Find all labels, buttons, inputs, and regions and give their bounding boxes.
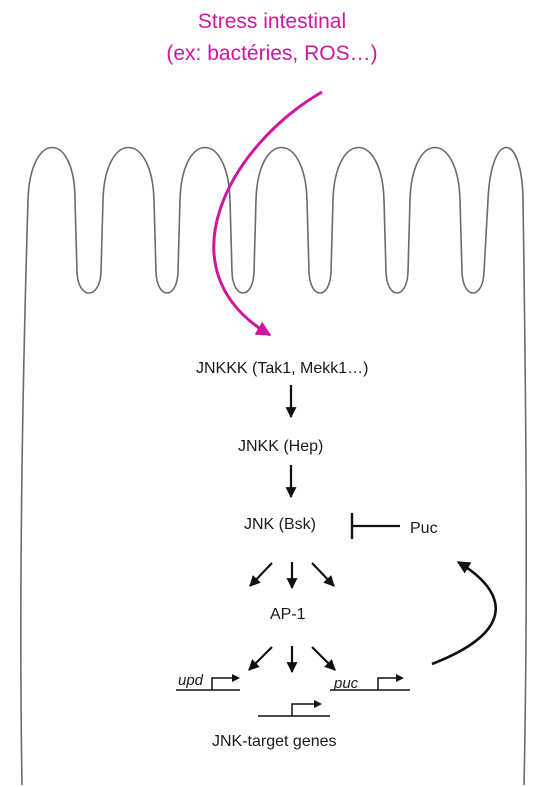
upd-gene-label: upd [178,672,204,689]
jnkkk-label: JNKKK (Tak1, Mekk1…) [196,360,369,377]
puc-protein-label: Puc [410,520,438,537]
target-gene-promoter [258,700,330,717]
arrow-ap1-puc [311,646,336,671]
ap1-label: AP-1 [270,606,306,623]
jnk-label: JNK (Bsk) [244,516,316,533]
arrow-jnk-ap1-left [249,562,273,587]
arrow-jnk-ap1-right [311,562,335,587]
puc-gene-promoter [330,674,410,691]
jnkk-label: JNKK (Hep) [238,438,324,455]
stress-title: Stress intestinal [197,10,347,33]
upd-gene-promoter [176,674,240,691]
puc-gene-label: puc [334,675,359,692]
stress-arrow [212,90,323,337]
puc-feedback-arrow [431,560,497,666]
arrow-ap1-upd [248,646,273,671]
target-genes-label: JNK-target genes [212,733,337,750]
cell-outline [20,146,528,786]
stress-examples: (ex: bactéries, ROS…) [166,42,378,65]
